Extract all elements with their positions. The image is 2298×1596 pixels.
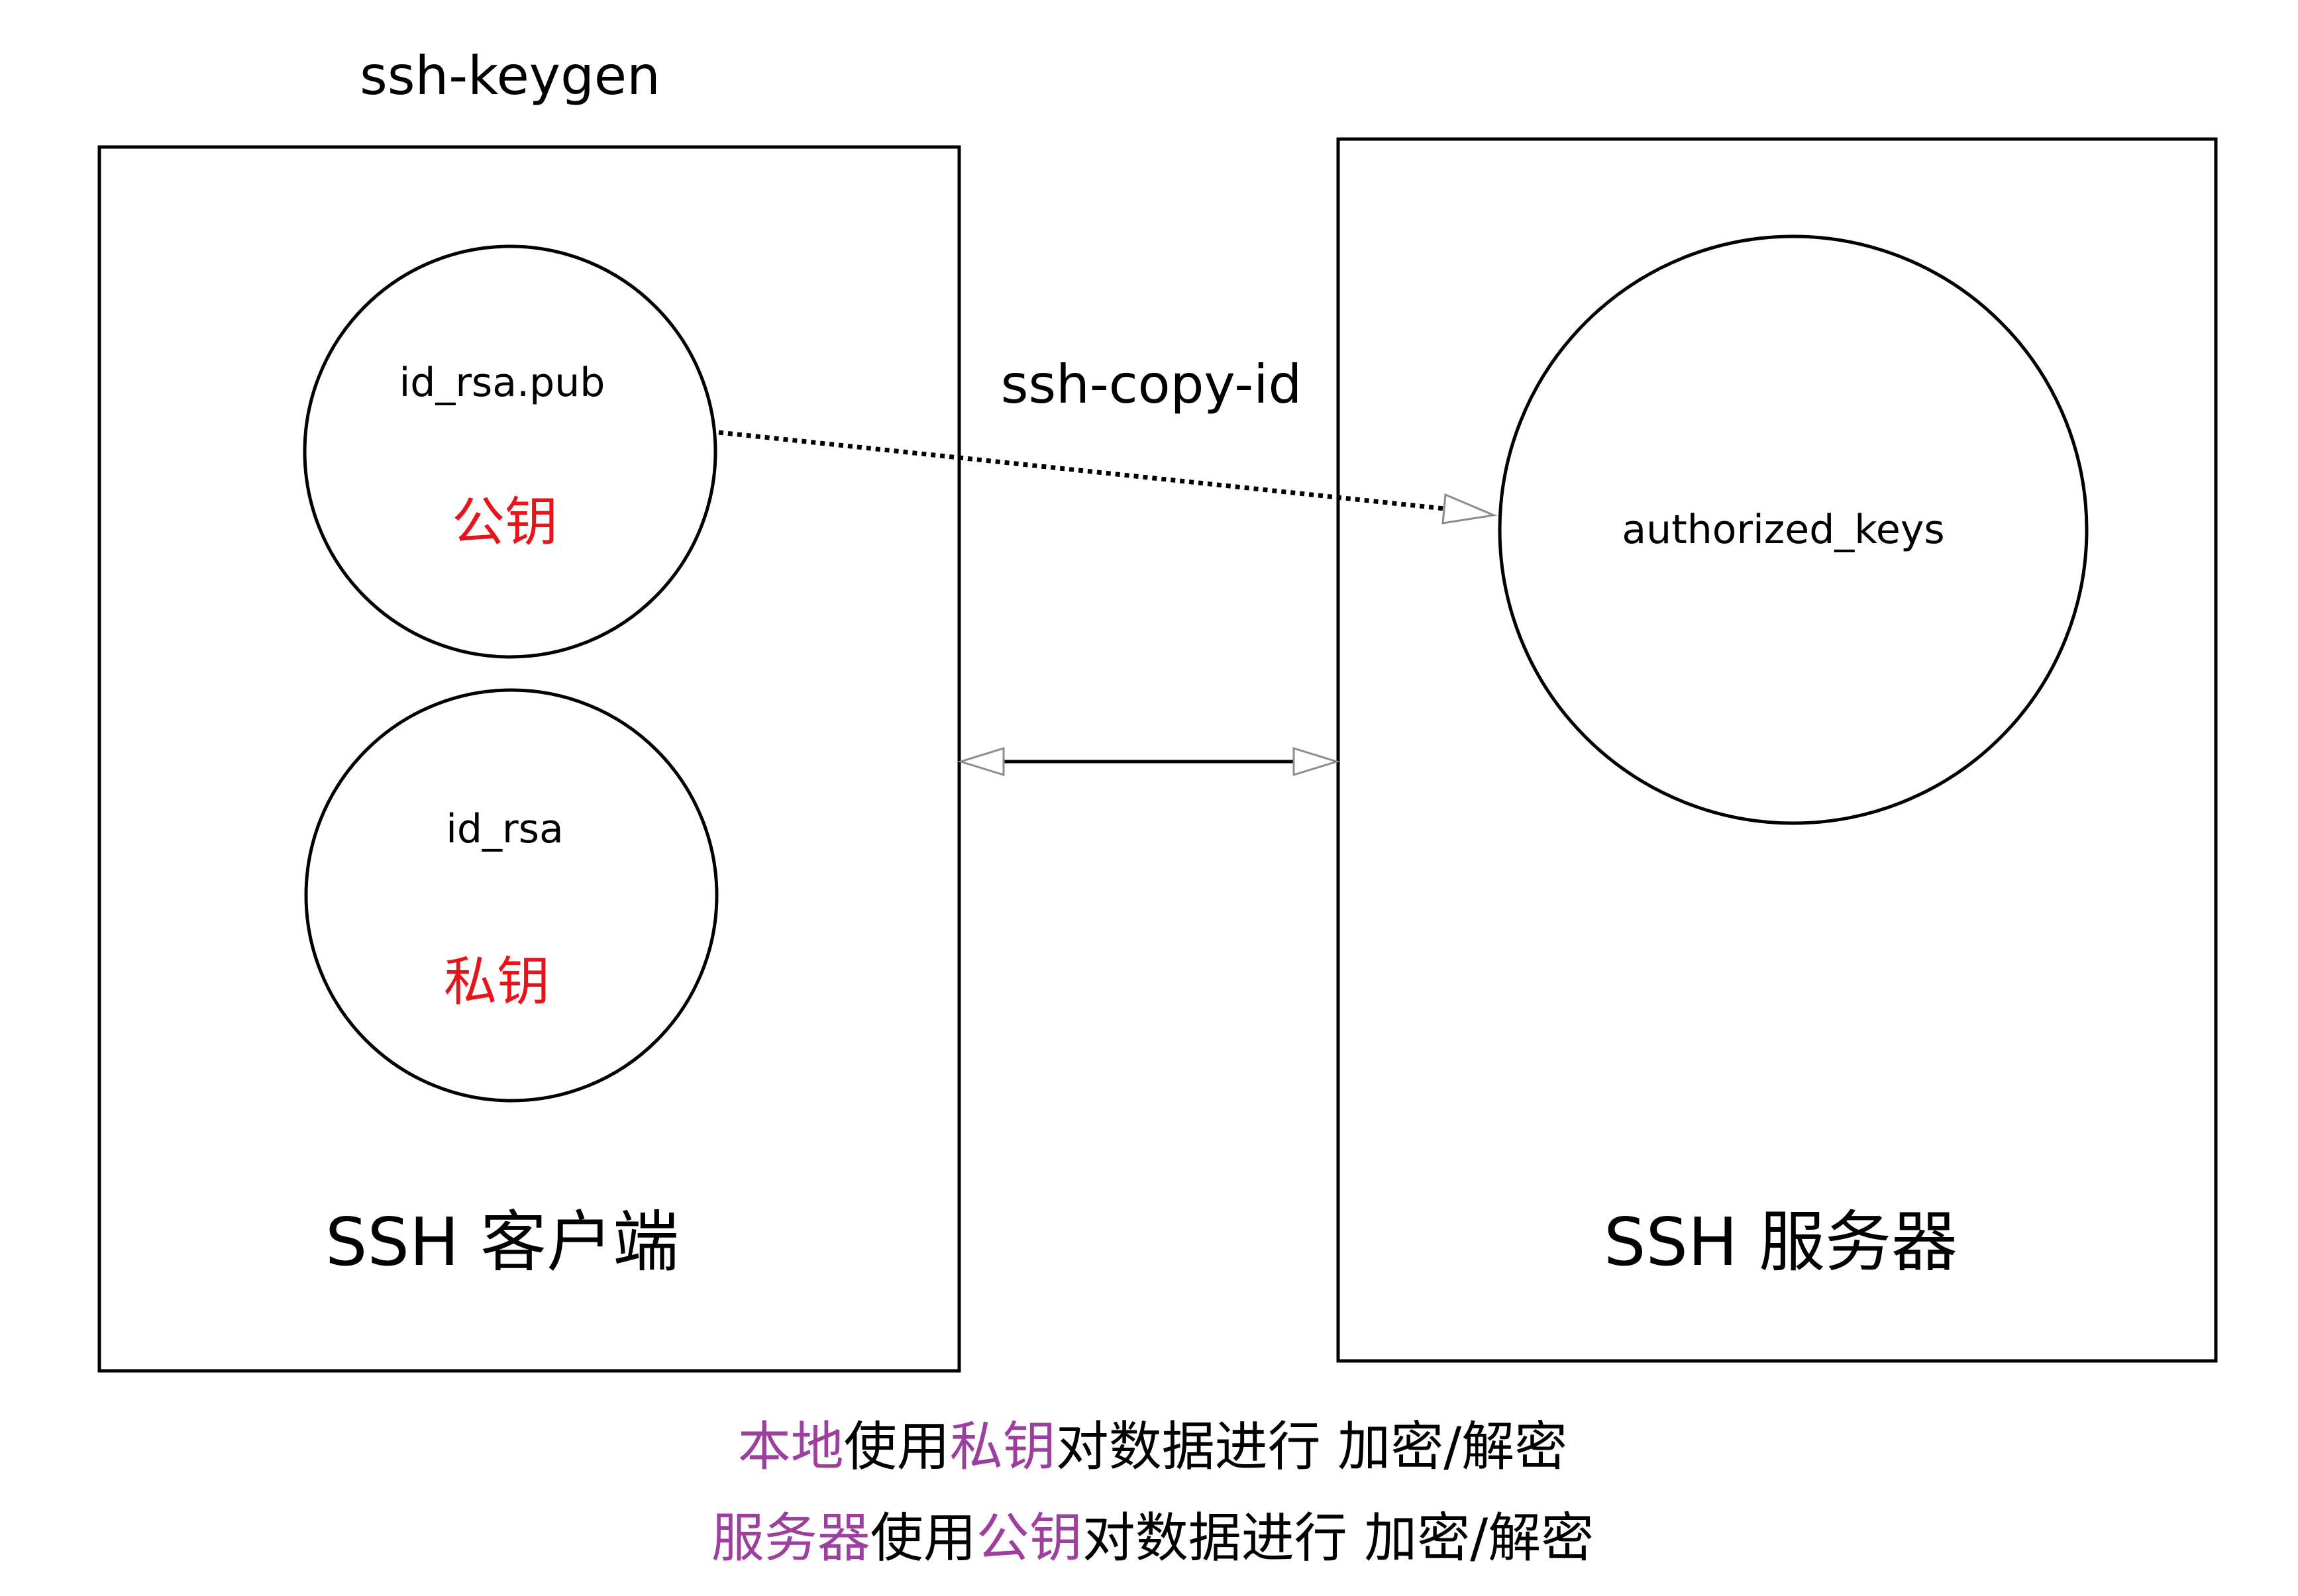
authorized-keys-filename: authorized_keys	[1622, 507, 1944, 553]
note-server-subject: 服务器	[711, 1507, 870, 1569]
connection-arrowhead-left	[957, 746, 1005, 777]
note-local-verb: 使用	[844, 1416, 950, 1477]
diagram-title: ssh-keygen	[360, 45, 660, 107]
authorized-keys-node: authorized_keys	[1498, 234, 2089, 825]
public-key-label: 公钥	[452, 491, 558, 553]
ssh-server-label: SSH 服务器	[1604, 1203, 1958, 1281]
client-server-connection	[957, 746, 1341, 777]
ssh-client-label: SSH 客户端	[325, 1203, 679, 1281]
private-key-filename: id_rsa	[446, 806, 563, 852]
private-key-node: id_rsa 私钥	[304, 688, 719, 1103]
copy-edge-label: ssh-copy-id	[1001, 354, 1302, 415]
public-key-filename: id_rsa.pub	[399, 360, 605, 406]
ssh-client-box: SSH 客户端	[97, 145, 961, 1373]
note-server: 服务器使用公钥对数据进行 加密/解密	[711, 1507, 1594, 1569]
copy-edge-line	[718, 430, 1445, 511]
note-local-subject: 本地	[738, 1416, 844, 1477]
private-key-label: 私钥	[444, 951, 550, 1013]
ssh-copy-id-edge: ssh-copy-id	[718, 354, 1498, 524]
note-server-action: 对数据进行 加密/解密	[1082, 1507, 1594, 1569]
note-server-verb: 使用	[870, 1507, 976, 1569]
note-local-key: 私钥	[950, 1416, 1056, 1477]
note-local-action: 对数据进行 加密/解密	[1056, 1416, 1567, 1477]
connection-arrowhead-right	[1292, 746, 1341, 777]
public-key-node: id_rsa.pub 公钥	[303, 244, 717, 659]
ssh-server-box: SSH 服务器	[1336, 137, 2218, 1363]
copy-edge-arrowhead	[1441, 493, 1498, 524]
note-local: 本地使用私钥对数据进行 加密/解密	[738, 1416, 1567, 1477]
note-server-key: 公钥	[976, 1507, 1082, 1569]
